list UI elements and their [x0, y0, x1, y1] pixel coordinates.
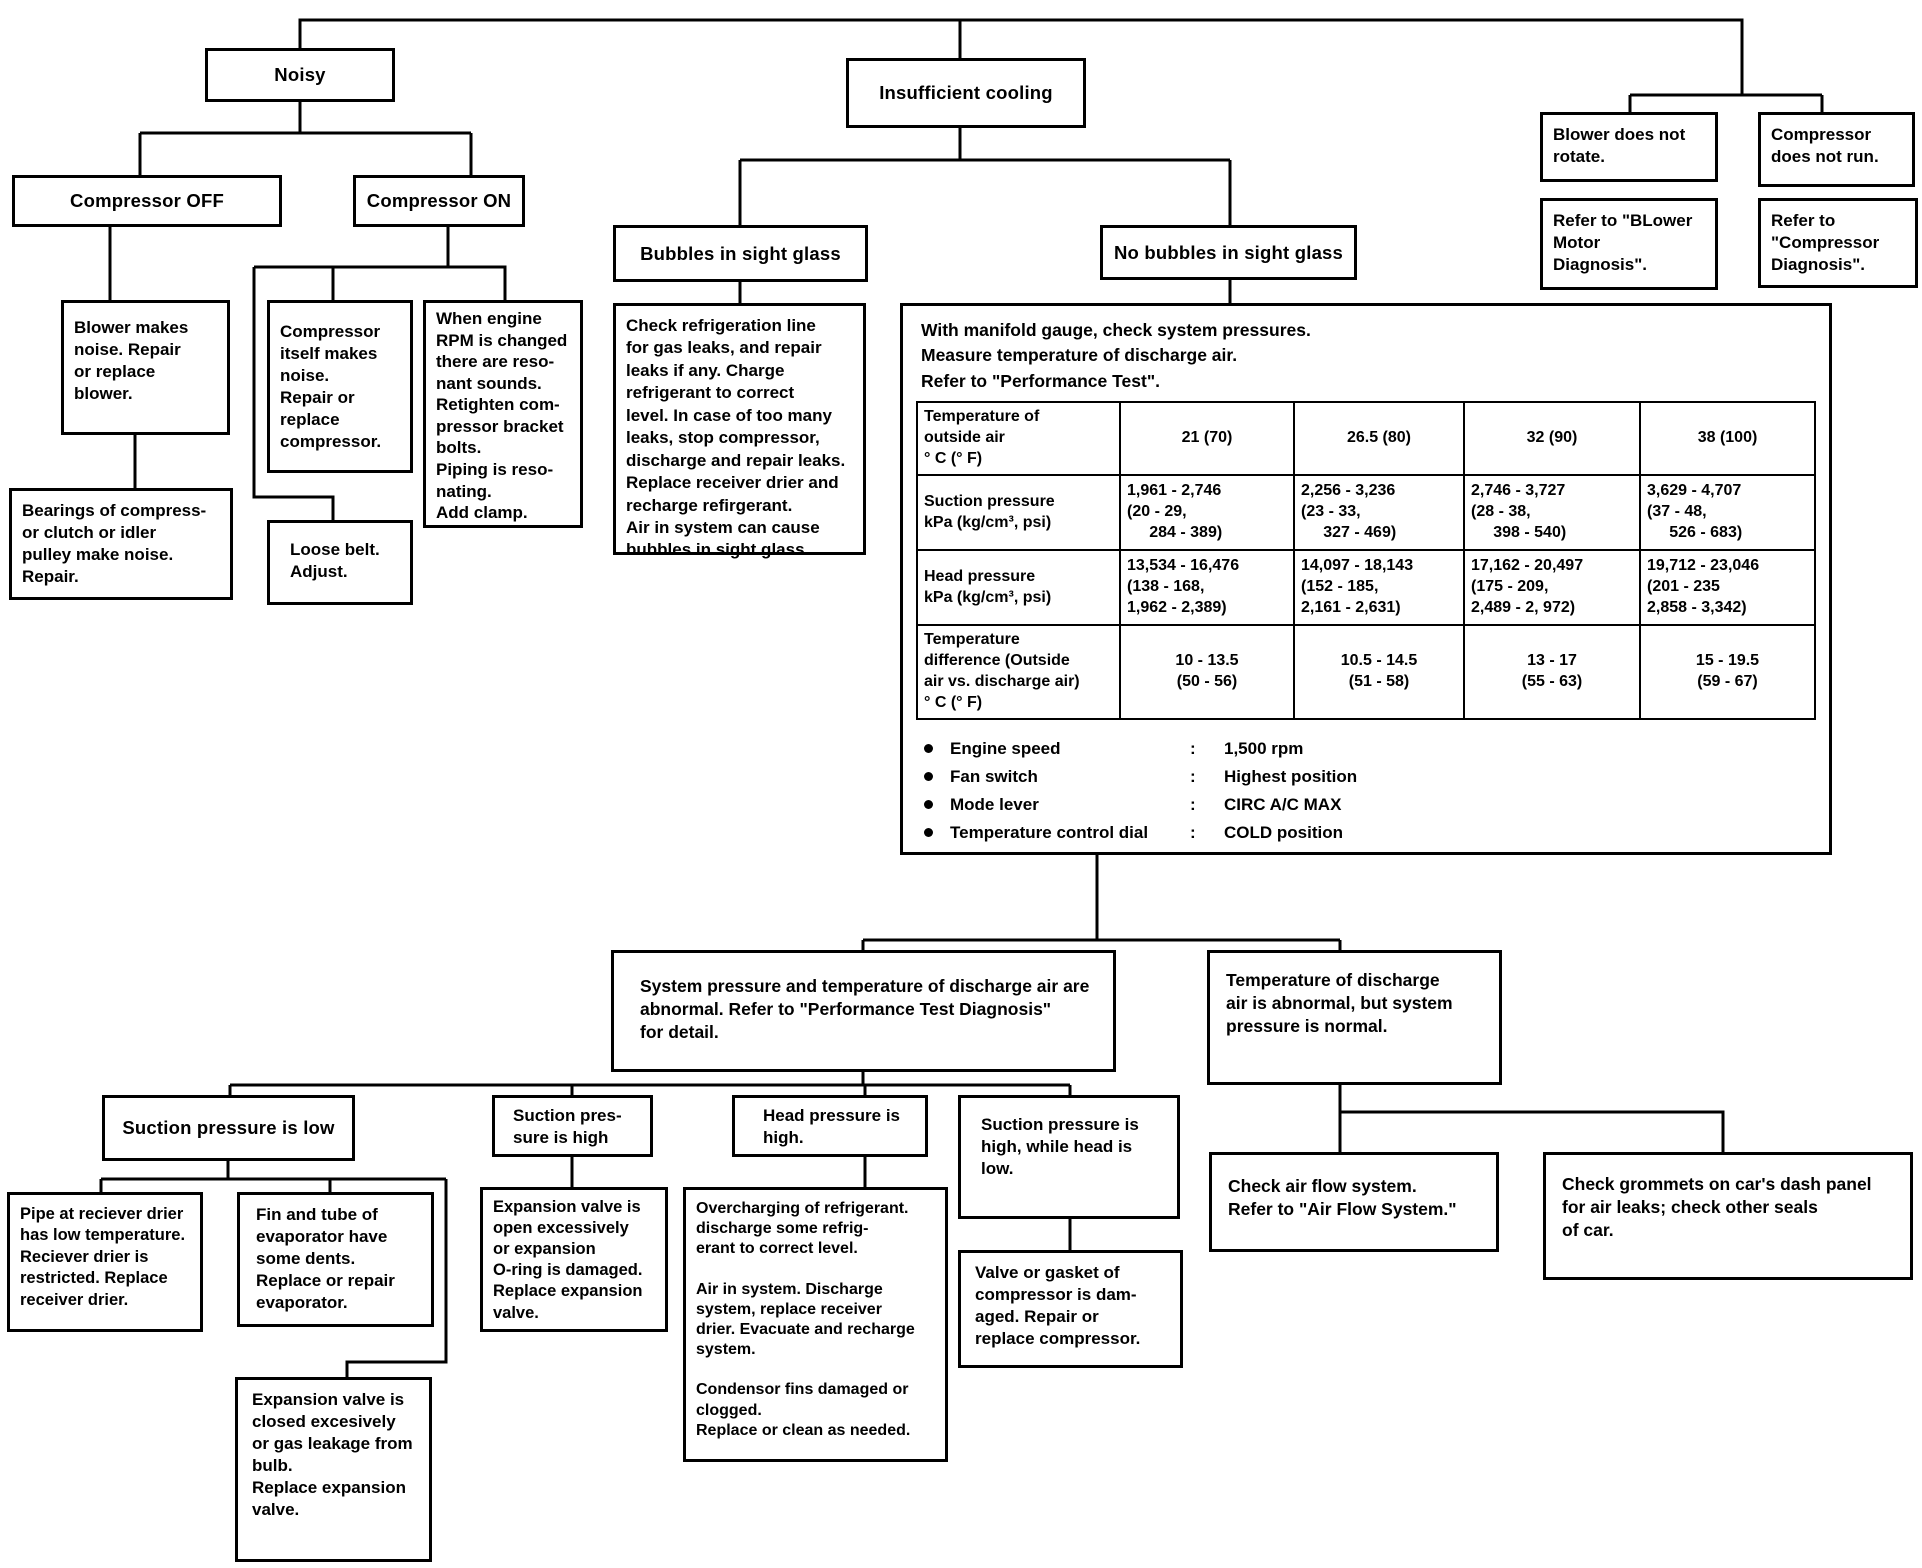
node-blower-makes-noise: Blower makes noise. Repair or replace bl… — [61, 300, 230, 435]
node-expansion-valve-open: Expansion valve is open excessively or e… — [480, 1187, 668, 1332]
table-header-row: Temperature of outside air ° C (° F) 21 … — [916, 401, 1816, 476]
node-refer-compressor-diagnosis: Refer to "Compressor Diagnosis". — [1758, 198, 1918, 288]
node-loose-belt: Loose belt. Adjust. — [267, 520, 413, 605]
table-cell: 10.5 - 14.5 (51 - 58) — [1293, 624, 1465, 720]
pressure-table: Temperature of outside air ° C (° F) 21 … — [916, 401, 1816, 720]
node-compressor-itself-noise: Compressor itself makes noise. Repair or… — [267, 300, 413, 473]
setting-fan-switch: Fan switch : Highest position — [918, 764, 1568, 792]
performance-intro: With manifold gauge, check system pressu… — [921, 320, 1311, 391]
table-cell: 10 - 13.5 (50 - 56) — [1119, 624, 1295, 720]
node-expansion-valve-closed: Expansion valve is closed excesively or … — [235, 1377, 432, 1562]
table-header-cell: 38 (100) — [1639, 401, 1816, 476]
table-header-cell: Temperature of outside air ° C (° F) — [916, 401, 1121, 476]
setting-colon: : — [1190, 739, 1196, 758]
node-no-bubbles-in-sight-glass: No bubbles in sight glass — [1100, 225, 1357, 280]
bullet-icon — [924, 744, 933, 753]
node-compressor-off: Compressor OFF — [12, 175, 282, 227]
table-cell: 1,961 - 2,746 (20 - 29, 284 - 389) — [1119, 474, 1295, 551]
table-cell: 13,534 - 16,476 (138 - 168, 1,962 - 2,38… — [1119, 549, 1295, 626]
node-fin-tube-evaporator: Fin and tube of evaporator have some den… — [237, 1192, 434, 1327]
setting-value: 1,500 rpm — [1224, 739, 1304, 758]
setting-colon: : — [1190, 823, 1196, 842]
node-refer-blower-motor-diagnosis: Refer to "BLower Motor Diagnosis". — [1540, 198, 1718, 290]
node-head-pressure-high: Head pressure is high. — [732, 1095, 928, 1157]
node-insufficient-cooling: Insufficient cooling — [846, 58, 1086, 128]
node-suction-pressure-low: Suction pressure is low — [102, 1095, 355, 1161]
node-pipe-receiver-drier: Pipe at reciever drier has low temperatu… — [7, 1192, 203, 1332]
bullet-icon — [924, 800, 933, 809]
table-cell: 3,629 - 4,707 (37 - 48, 526 - 683) — [1639, 474, 1816, 551]
bullet-icon — [924, 828, 933, 837]
node-overcharging-refrigerant: Overcharging of refrigerant. discharge s… — [683, 1187, 948, 1462]
setting-temperature-control-dial: Temperature control dial : COLD position — [918, 820, 1568, 848]
node-check-grommets: Check grommets on car's dash panel for a… — [1543, 1152, 1913, 1280]
setting-label: Fan switch — [950, 767, 1038, 786]
setting-label: Mode lever — [950, 795, 1039, 814]
setting-colon: : — [1190, 767, 1196, 786]
table-row-temp-difference: Temperature difference (Outside air vs. … — [916, 624, 1816, 720]
node-check-refrigeration-line: Check refrigeration line for gas leaks, … — [613, 303, 866, 559]
table-cell: 13 - 17 (55 - 63) — [1463, 624, 1641, 720]
table-row-label: Temperature difference (Outside air vs. … — [916, 624, 1121, 720]
table-cell: 15 - 19.5 (59 - 67) — [1639, 624, 1816, 720]
node-suction-high-head-low: Suction pressure is high, while head is … — [958, 1095, 1180, 1219]
table-header-cell: 32 (90) — [1463, 401, 1641, 476]
node-bearings-make-noise: Bearings of compress- or clutch or idler… — [9, 488, 233, 600]
setting-value: COLD position — [1224, 823, 1343, 842]
table-cell: 2,746 - 3,727 (28 - 38, 398 - 540) — [1463, 474, 1641, 551]
node-check-air-flow-system: Check air flow system. Refer to "Air Flo… — [1209, 1152, 1499, 1252]
node-engine-rpm-resonant: When engine RPM is changed there are res… — [423, 300, 583, 528]
table-cell: 17,162 - 20,497 (175 - 209, 2,489 - 2, 9… — [1463, 549, 1641, 626]
table-cell: 14,097 - 18,143 (152 - 185, 2,161 - 2,63… — [1293, 549, 1465, 626]
setting-label: Temperature control dial — [950, 823, 1149, 842]
table-cell: 2,256 - 3,236 (23 - 33, 327 - 469) — [1293, 474, 1465, 551]
node-system-pressure-abnormal: System pressure and temperature of disch… — [611, 950, 1116, 1072]
table-header-cell: 21 (70) — [1119, 401, 1295, 476]
table-row-suction-pressure: Suction pressure kPa (kg/cm³, psi) 1,961… — [916, 474, 1816, 551]
setting-label: Engine speed — [950, 739, 1061, 758]
table-row-label: Head pressure kPa (kg/cm³, psi) — [916, 549, 1121, 626]
node-temp-discharge-abnormal: Temperature of discharge air is abnormal… — [1207, 950, 1502, 1085]
table-row-label: Suction pressure kPa (kg/cm³, psi) — [916, 474, 1121, 551]
node-bubbles-in-sight-glass: Bubbles in sight glass — [613, 225, 868, 282]
test-settings-list: Engine speed : 1,500 rpm Fan switch : Hi… — [918, 736, 1568, 848]
node-valve-gasket-damaged: Valve or gasket of compressor is dam- ag… — [958, 1250, 1183, 1368]
node-compressor-on: Compressor ON — [353, 175, 525, 227]
setting-mode-lever: Mode lever : CIRC A/C MAX — [918, 792, 1568, 820]
node-compressor-does-not-run: Compressor does not run. — [1758, 112, 1915, 187]
setting-value: Highest position — [1224, 767, 1358, 786]
table-row-head-pressure: Head pressure kPa (kg/cm³, psi) 13,534 -… — [916, 549, 1816, 626]
setting-value: CIRC A/C MAX — [1224, 795, 1342, 814]
setting-engine-speed: Engine speed : 1,500 rpm — [918, 736, 1568, 764]
table-header-cell: 26.5 (80) — [1293, 401, 1465, 476]
table-cell: 19,712 - 23,046 (201 - 235 2,858 - 3,342… — [1639, 549, 1816, 626]
setting-colon: : — [1190, 795, 1196, 814]
performance-test-panel: With manifold gauge, check system pressu… — [900, 303, 1832, 855]
node-noisy: Noisy — [205, 48, 395, 102]
bullet-icon — [924, 772, 933, 781]
node-blower-does-not-rotate: Blower does not rotate. — [1540, 112, 1718, 182]
node-suction-pressure-high: Suction pres- sure is high — [492, 1095, 653, 1157]
